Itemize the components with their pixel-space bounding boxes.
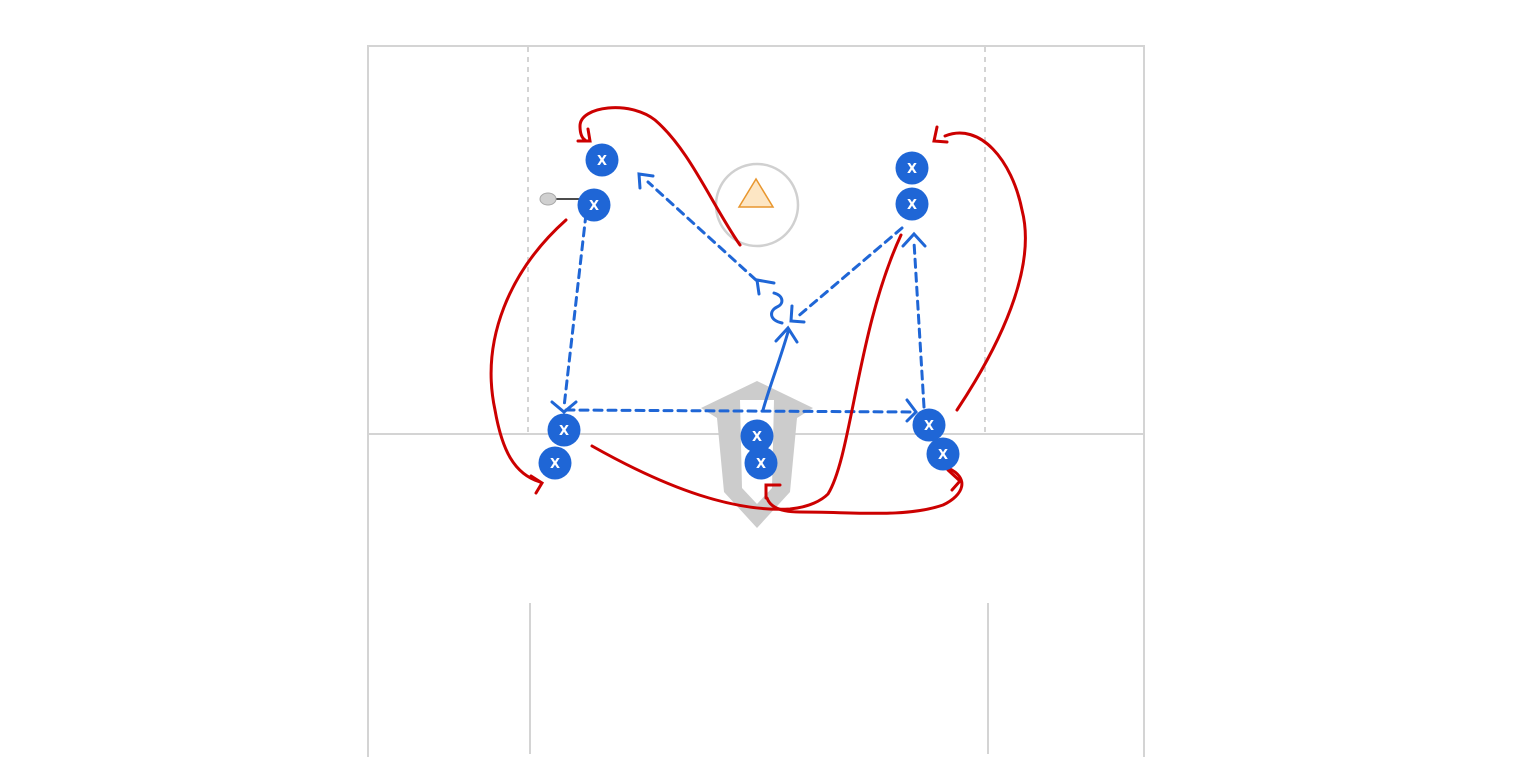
cut-arrow-bottom-right [946, 468, 963, 492]
pass-lines [562, 180, 926, 414]
cut-bottom-right-to-top-right [943, 131, 1027, 412]
player-label: X [938, 448, 948, 463]
player-circle [895, 151, 929, 185]
pass-bottom-left-to-bottom-right [564, 408, 916, 414]
player-circle [744, 446, 778, 480]
cut-bottom-left-to-bottom-center [590, 233, 903, 511]
cut-lines [489, 106, 1027, 515]
arrow-bottom-left [550, 400, 578, 414]
player-circle [547, 413, 581, 447]
player-circle [585, 143, 619, 177]
player-label: X [589, 199, 599, 214]
player-bottom-right-1: X [912, 408, 946, 442]
cut-arrow-bottom-left [529, 474, 545, 495]
dodge-path [761, 291, 799, 412]
player-label: X [559, 424, 569, 439]
cut-top-left-to-bottom-left [489, 218, 568, 484]
player-top-right-1: X [895, 151, 929, 185]
arrow-top-right [901, 231, 927, 248]
lacrosse-ball-icon [539, 192, 557, 206]
pass-arrowheads [550, 172, 927, 423]
player-bottom-left-2: X [538, 446, 572, 480]
arrow-center-tail [755, 278, 776, 296]
pass-top-left-to-bottom-left [562, 212, 588, 409]
dodge-squiggle [770, 291, 784, 325]
cut-arrow-top-left [576, 127, 592, 143]
player-top-left-2-ball: X [577, 188, 611, 222]
player-label: X [756, 457, 766, 472]
player-circle [538, 446, 572, 480]
player-label: X [752, 430, 762, 445]
cone-icon [737, 177, 775, 208]
pass-bottom-right-to-top-right [912, 240, 926, 409]
cut-circle-to-top-left [578, 106, 742, 247]
player-bottom-center-2: X [744, 446, 778, 480]
dodge-line [761, 330, 790, 412]
cut-arrow-top-right [932, 125, 949, 144]
cut-bottom-right-to-bottom-center [765, 466, 964, 515]
player-label: X [907, 198, 917, 213]
player-bottom-center-1: X [740, 419, 774, 453]
cut-arrow-bottom-center [764, 483, 782, 500]
cone-station [714, 162, 800, 248]
player-label: X [597, 154, 607, 169]
player-bottom-left-1: X [547, 413, 581, 447]
player-circle [740, 419, 774, 453]
field-lines [367, 45, 1145, 757]
field-boundary [367, 45, 1145, 757]
pass-top-right-to-center [794, 226, 904, 320]
player-label: X [550, 457, 560, 472]
pass-center-to-top-left [646, 180, 758, 282]
player-top-right-2: X [895, 187, 929, 221]
player-circle [577, 188, 611, 222]
arrow-center [789, 304, 806, 324]
player-label: X [907, 162, 917, 177]
player-label: X [924, 419, 934, 434]
arrow-top-left [637, 172, 655, 190]
player-circle [912, 408, 946, 442]
player-top-left-1: X [585, 143, 619, 177]
goal-crease-icon [701, 381, 813, 528]
player-circle [926, 437, 960, 471]
arrow-bottom-right [905, 398, 918, 423]
player-bottom-right-2: X [926, 437, 960, 471]
player-circle [895, 187, 929, 221]
dodge-arrow [774, 325, 799, 344]
